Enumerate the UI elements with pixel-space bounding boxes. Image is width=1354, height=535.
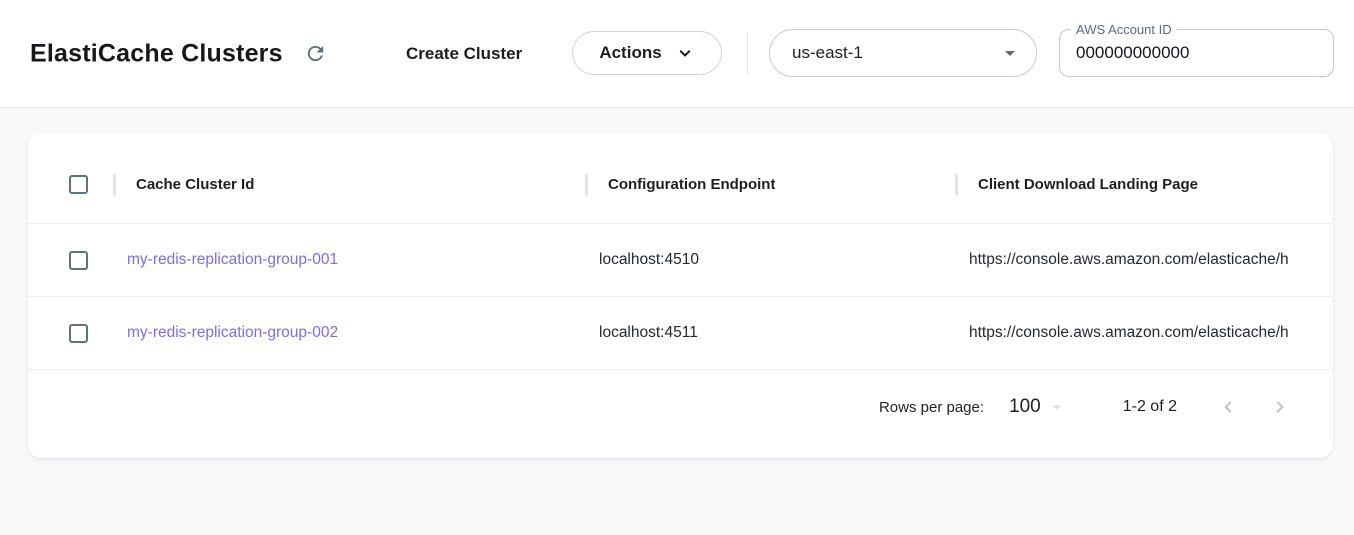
actions-button[interactable]: Actions	[572, 31, 722, 75]
topbar-divider	[747, 32, 748, 74]
actions-button-label: Actions	[599, 43, 662, 62]
download-landing-page-cell: https://console.aws.amazon.com/elasticac…	[969, 324, 1289, 341]
column-separator	[113, 173, 116, 196]
cluster-id-link[interactable]: my-redis-replication-group-002	[127, 324, 339, 341]
row-checkbox[interactable]	[69, 250, 88, 270]
select-all-checkbox[interactable]	[69, 175, 88, 194]
chevron-right-icon	[1269, 396, 1291, 418]
aws-account-id-label: AWS Account ID	[1071, 21, 1177, 38]
refresh-button[interactable]	[300, 39, 330, 69]
column-separator	[585, 173, 588, 196]
create-cluster-button[interactable]: Create Cluster	[406, 43, 523, 63]
topbar: ElastiCache Clusters Create Cluster Acti…	[0, 0, 1354, 108]
next-page-button[interactable]	[1265, 392, 1295, 422]
region-select[interactable]: us-east-1	[769, 29, 1037, 77]
previous-page-button[interactable]	[1213, 392, 1243, 422]
dropdown-arrow-icon	[1047, 397, 1067, 417]
rows-per-page-value: 100	[1009, 396, 1041, 417]
download-landing-page-cell: https://console.aws.amazon.com/elasticac…	[969, 251, 1289, 268]
table-header-row: Cache Cluster Id Configuration Endpoint …	[28, 133, 1333, 224]
region-select-value: us-east-1	[792, 43, 863, 62]
configuration-endpoint-cell: localhost:4510	[599, 251, 699, 268]
select-all-cell	[28, 175, 113, 194]
pagination-range-label: 1-2 of 2	[1122, 398, 1177, 415]
chevron-down-icon	[675, 43, 695, 63]
page-title: ElastiCache Clusters	[30, 39, 283, 67]
clusters-table-card: Cache Cluster Id Configuration Endpoint …	[28, 133, 1333, 458]
rows-per-page-select[interactable]: 100	[1009, 396, 1067, 418]
table-row: my-redis-replication-group-001 localhost…	[28, 224, 1333, 297]
chevron-left-icon	[1217, 396, 1239, 418]
configuration-endpoint-cell: localhost:4511	[599, 324, 698, 341]
cluster-id-link[interactable]: my-redis-replication-group-001	[127, 251, 339, 268]
column-header-client-download-landing-page: Client Download Landing Page	[955, 173, 1333, 196]
column-header-cache-cluster-id: Cache Cluster Id	[113, 173, 585, 196]
refresh-icon	[304, 42, 327, 65]
row-checkbox[interactable]	[69, 323, 88, 343]
column-separator	[955, 173, 958, 196]
dropdown-arrow-icon	[998, 41, 1022, 65]
pagination-bar: Rows per page: 100 1-2 of 2	[28, 370, 1333, 458]
column-header-configuration-endpoint: Configuration Endpoint	[585, 173, 955, 196]
table-row: my-redis-replication-group-002 localhost…	[28, 297, 1333, 370]
rows-per-page-label: Rows per page:	[878, 398, 985, 416]
aws-account-id-field: AWS Account ID	[1059, 21, 1334, 77]
